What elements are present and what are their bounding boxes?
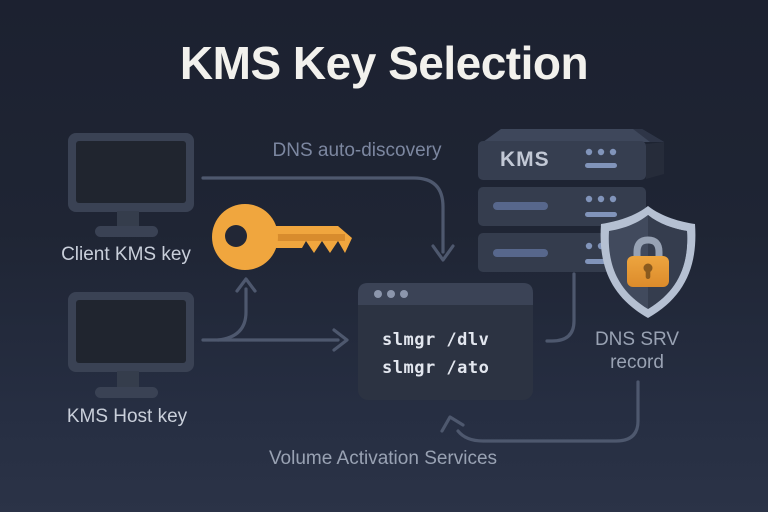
terminal-command-ato: slmgr /ato: [382, 358, 490, 378]
kms-host-key-label: KMS Host key: [66, 406, 188, 427]
dns-srv-line2: record: [610, 352, 664, 373]
terminal-command-dlv: slmgr /dlv: [382, 330, 490, 350]
terminal-window-dots: [374, 290, 408, 298]
host-monitor-icon: [68, 292, 194, 398]
connector-server-to-terminal: [545, 272, 576, 343]
page-title: KMS Key Selection: [179, 37, 589, 89]
arrow-host-to-key: [216, 277, 257, 342]
connector-lines: [201, 176, 640, 443]
arrow-srv-record-to-terminal: [440, 380, 640, 443]
dns-auto-discovery-label: DNS auto-discovery: [272, 140, 442, 161]
dns-srv-line1: DNS SRV: [594, 329, 680, 350]
terminal-window-icon: [358, 283, 533, 400]
client-kms-key-label: Client KMS key: [61, 244, 191, 265]
shield-lock-icon: [600, 206, 696, 318]
arrow-client-to-terminal: [201, 176, 455, 262]
volume-activation-services-label: Volume Activation Services: [268, 448, 498, 469]
client-monitor-icon: [68, 133, 194, 237]
kms-server-label: KMS: [500, 148, 550, 171]
server-unit2-leds: [493, 195, 617, 217]
server-unit1-leds: [585, 148, 617, 168]
key-icon: [212, 204, 352, 270]
